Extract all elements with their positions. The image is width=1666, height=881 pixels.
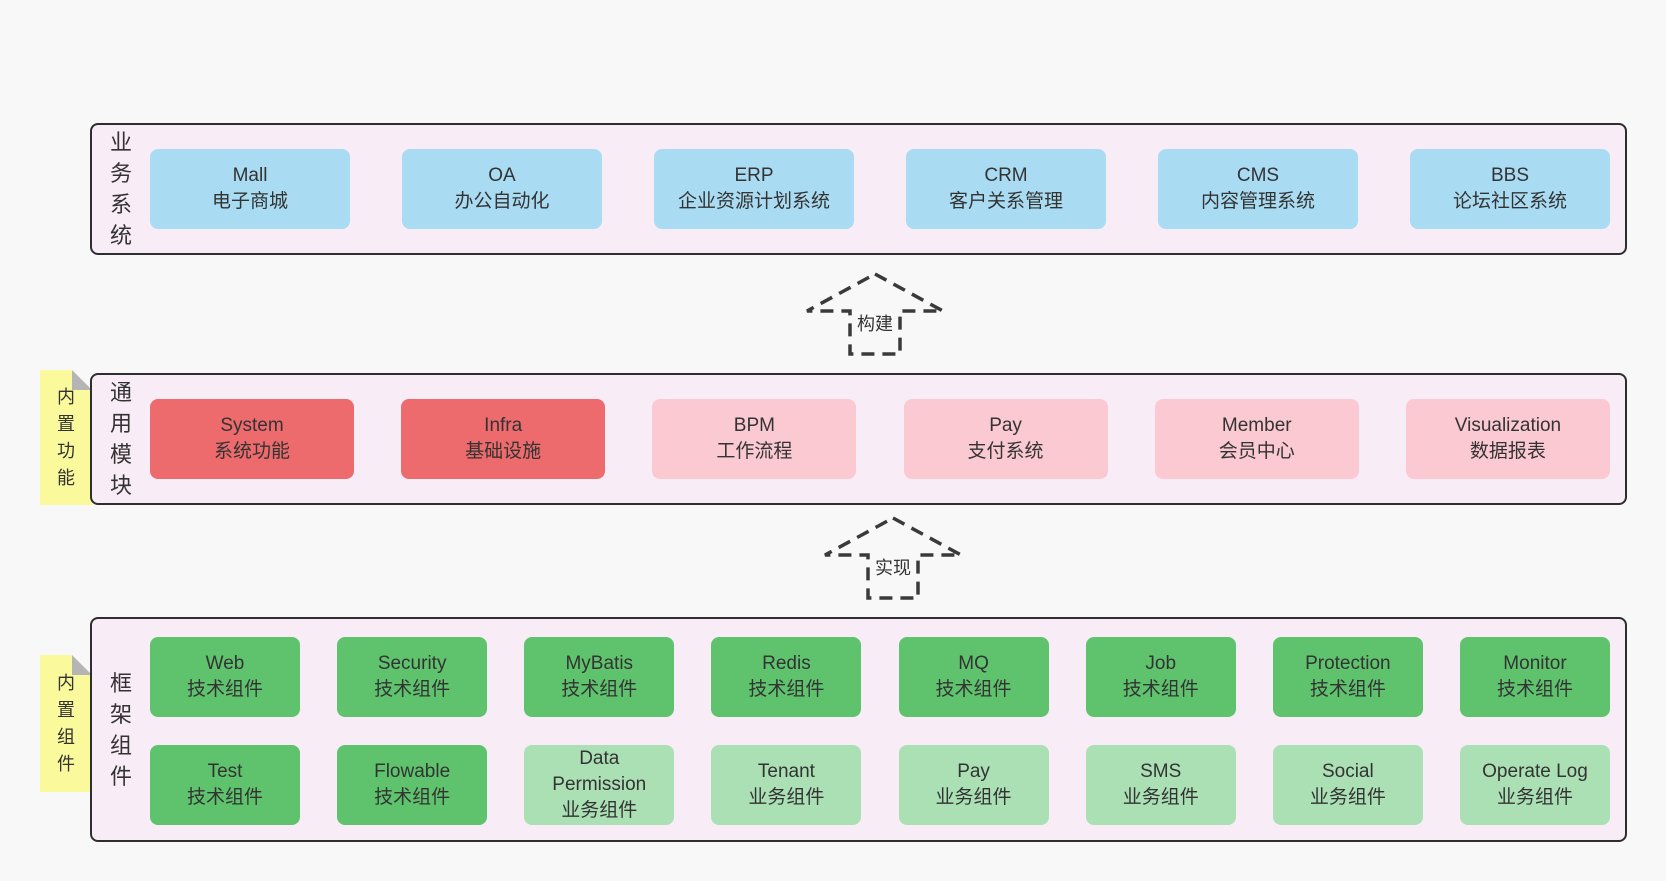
node-tenant: Tenant 业务组件 (711, 745, 862, 825)
build-arrow-label: 构建 (854, 310, 896, 336)
framework-components-rows: Web 技术组件 Security 技术组件 MyBatis 技术组件 Redi… (150, 619, 1625, 840)
node-cms: CMS 内容管理系统 (1158, 149, 1358, 229)
build-arrow: 构建 (804, 271, 946, 357)
framework-components-band: 框架组件 Web 技术组件 Security 技术组件 MyBatis 技术组件… (90, 617, 1627, 842)
sticky-note-label: 内置功能 (57, 386, 75, 488)
business-systems-band: 业务系统 Mall 电子商城 OA 办公自动化 ERP 企业资源计划系统 CRM… (90, 123, 1627, 255)
common-modules-row: System 系统功能 Infra 基础设施 BPM 工作流程 Pay 支付系统… (150, 375, 1625, 503)
common-modules-band: 通用模块 System 系统功能 Infra 基础设施 BPM 工作流程 Pay… (90, 373, 1627, 505)
node-bpm: BPM 工作流程 (652, 399, 857, 479)
dashed-up-arrow-icon (824, 516, 962, 600)
sticky-note-built-in-features: 内置功能 (40, 370, 92, 505)
node-pay-component: Pay 业务组件 (898, 745, 1049, 825)
band-label-framework-components: 框架组件 (109, 670, 132, 789)
node-bbs: BBS 论坛社区系统 (1410, 149, 1610, 229)
node-mq: MQ 技术组件 (898, 637, 1049, 717)
band-label-common-modules: 通用模块 (109, 380, 132, 498)
node-erp: ERP 企业资源计划系统 (654, 149, 854, 229)
node-data-permission: Data Permission 业务组件 (524, 745, 675, 825)
node-operate-log: Operate Log 业务组件 (1459, 745, 1610, 825)
node-visualization: Visualization 数据报表 (1405, 399, 1610, 479)
node-monitor: Monitor 技术组件 (1459, 637, 1610, 717)
band-label-business-systems: 业务系统 (109, 130, 132, 248)
node-mybatis: MyBatis 技术组件 (524, 637, 675, 717)
node-redis: Redis 技术组件 (711, 637, 862, 717)
node-test: Test 技术组件 (150, 745, 300, 825)
node-system: System 系统功能 (150, 399, 354, 479)
node-flowable: Flowable 技术组件 (337, 745, 488, 825)
node-sms: SMS 业务组件 (1085, 745, 1236, 825)
business-systems-row: Mall 电子商城 OA 办公自动化 ERP 企业资源计划系统 CRM 客户关系… (150, 125, 1625, 253)
dashed-up-arrow-icon (806, 272, 944, 356)
node-pay: Pay 支付系统 (903, 399, 1108, 479)
tech-components-row: Web 技术组件 Security 技术组件 MyBatis 技术组件 Redi… (150, 637, 1625, 717)
biz-components-row: Test 技术组件 Flowable 技术组件 Data Permission … (150, 745, 1625, 825)
implement-arrow-label: 实现 (872, 554, 914, 580)
node-security: Security 技术组件 (337, 637, 488, 717)
node-oa: OA 办公自动化 (402, 149, 602, 229)
node-protection: Protection 技术组件 (1272, 637, 1423, 717)
implement-arrow: 实现 (822, 515, 964, 601)
node-mall: Mall 电子商城 (150, 149, 350, 229)
node-social: Social 业务组件 (1272, 745, 1423, 825)
sticky-note-label: 内置组件 (57, 672, 75, 774)
node-job: Job 技术组件 (1085, 637, 1236, 717)
node-member: Member 会员中心 (1154, 399, 1359, 479)
node-crm: CRM 客户关系管理 (906, 149, 1106, 229)
node-web: Web 技术组件 (150, 637, 300, 717)
node-infra: Infra 基础设施 (401, 399, 606, 479)
sticky-note-built-in-components: 内置组件 (40, 655, 92, 792)
